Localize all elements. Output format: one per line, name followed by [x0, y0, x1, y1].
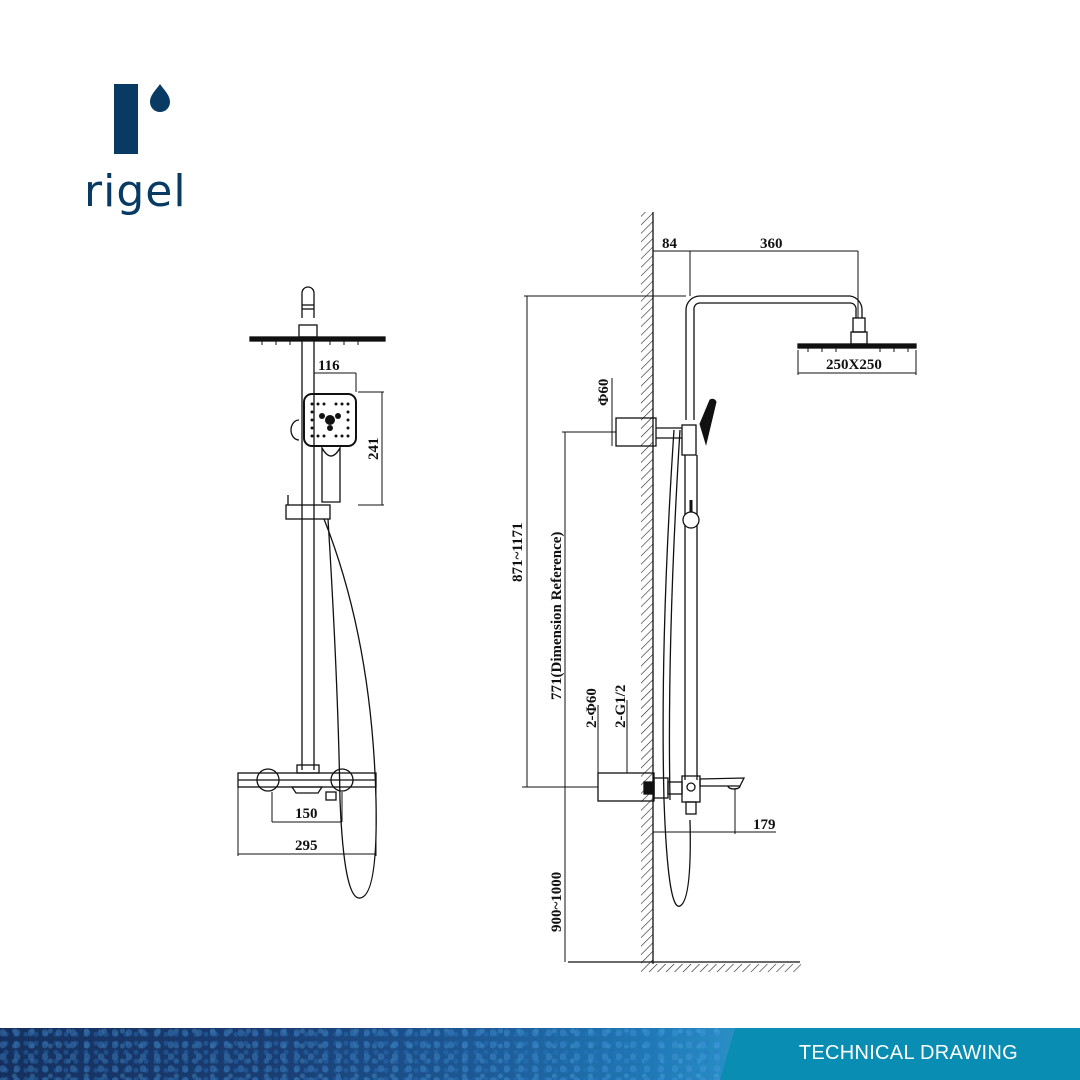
footer-band	[735, 1028, 1080, 1080]
dim-head-size: 250X250	[826, 357, 882, 373]
water-drop-icon	[150, 84, 170, 112]
dim-handshower-height: 241	[366, 438, 382, 461]
dim-mount-height: 900~1000	[549, 872, 565, 932]
dim-valve-centers: 150	[295, 806, 318, 822]
dim-valve-width: 295	[295, 838, 318, 854]
dim-inlet-thread: 2-G1/2	[613, 685, 629, 728]
brand-logo: rigel	[84, 82, 194, 222]
dim-spout-projection: 179	[753, 817, 776, 833]
brand-name: rigel	[84, 166, 187, 217]
dim-arm-length: 360	[760, 236, 783, 252]
footer-label: TECHNICAL DRAWING	[798, 1042, 1018, 1064]
dim-wall-to-riser: 84	[662, 236, 678, 252]
dim-total-height-range: 871~1171	[510, 523, 526, 582]
front-view: 116 241 150 295	[237, 286, 386, 899]
footer-texture	[0, 1028, 720, 1080]
dim-reference-height: 771(Dimension Reference)	[549, 532, 565, 700]
technical-drawing: 116 241 150 295	[237, 212, 917, 972]
dim-wall-bracket: Φ60	[596, 379, 612, 406]
side-view: 84 360 250X250 Φ60 871~1171 771(Dimensio…	[510, 212, 917, 972]
dim-valve-flanges: 2-Φ60	[584, 688, 600, 728]
footer-banner: TECHNICAL DRAWING	[0, 1028, 1080, 1080]
logo-mark-icon	[114, 84, 138, 154]
dim-handshower-width: 116	[318, 358, 340, 374]
